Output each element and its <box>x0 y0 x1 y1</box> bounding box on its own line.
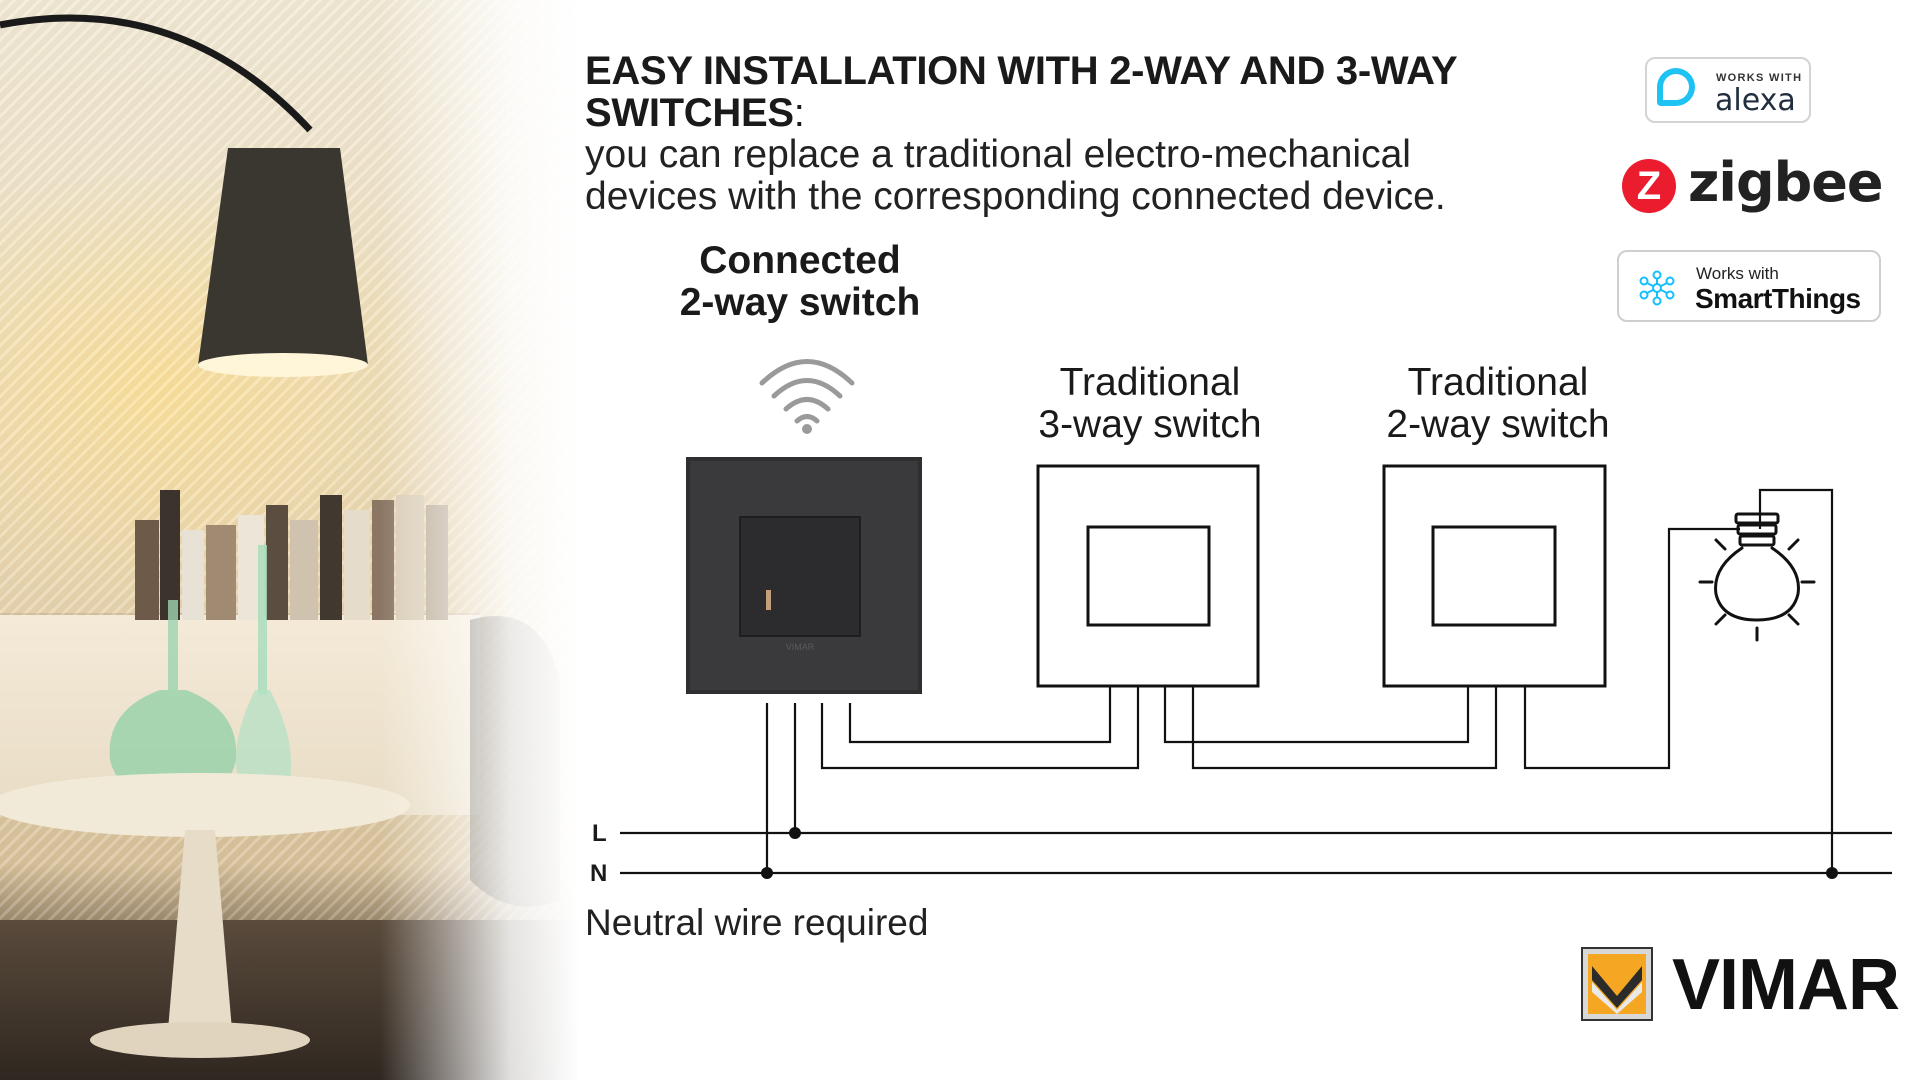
heading-colon: : <box>793 91 805 135</box>
page-subheading: you can replace a traditional electro-me… <box>585 134 1585 218</box>
wifi-icon <box>759 359 855 434</box>
alexa-icon <box>1657 68 1695 106</box>
side-table <box>0 773 410 1058</box>
connected-switch-label: Connected 2-way switch <box>660 240 940 324</box>
traditional-2way-label: Traditional 2-way switch <box>1358 362 1638 446</box>
alexa-name: alexa <box>1715 83 1796 118</box>
traditional-2way-label-line-1: Traditional <box>1407 361 1589 404</box>
device-brand-mark: VIMAR <box>786 642 815 652</box>
wire-junctions <box>761 827 1838 879</box>
traditional-3way-label-line-2: 3-way switch <box>1038 403 1262 446</box>
alexa-badge: WORKS WITH alexa <box>1645 57 1811 123</box>
vimar-logo-text: VIMAR <box>1672 945 1900 1025</box>
zigbee-badge: Z zigbee <box>1622 151 1883 225</box>
photo-fade <box>380 0 580 1080</box>
neutral-wire-label: N <box>590 860 608 887</box>
connected-switch-device: VIMAR <box>686 457 922 694</box>
vimar-logo: VIMAR <box>1580 945 1900 1026</box>
connected-switch-label-line-2: 2-way switch <box>679 281 921 324</box>
zigbee-icon: Z <box>1622 159 1676 213</box>
page-heading: EASY INSTALLATION WITH 2-WAY AND 3-WAY S… <box>585 50 1545 134</box>
heading-line-1: EASY INSTALLATION WITH 2-WAY AND 3-WAY <box>585 49 1458 93</box>
zigbee-name: zigbee <box>1688 151 1883 214</box>
subheading-line-2: devices with the corresponding connected… <box>585 175 1446 218</box>
vimar-logo-icon <box>1581 947 1653 1021</box>
smartthings-badge: Works with SmartThings <box>1617 250 1881 322</box>
heading-line-2: SWITCHES: <box>585 92 1545 134</box>
smartthings-icon <box>1639 270 1675 306</box>
heading-line-2-text: SWITCHES <box>585 91 794 135</box>
glass-vases <box>109 545 292 800</box>
interior-photo <box>0 0 580 1080</box>
connected-switch-label-line-1: Connected <box>699 239 901 282</box>
smartthings-works-with: Works with <box>1696 264 1779 283</box>
traditional-3way-switch <box>1036 464 1260 688</box>
lamp-glow <box>198 353 368 377</box>
traditional-2way-label-line-2: 2-way switch <box>1386 403 1610 446</box>
traditional-2way-switch <box>1382 464 1607 688</box>
traditional-3way-label: Traditional 3-way switch <box>1010 362 1290 446</box>
wires <box>620 488 1892 875</box>
neutral-wire-note: Neutral wire required <box>585 902 929 943</box>
subheading-line-1: you can replace a traditional electro-me… <box>585 133 1411 176</box>
line-wire-label: L <box>592 820 607 847</box>
lamp-shade <box>198 148 368 365</box>
light-bulb-icon <box>1698 512 1816 642</box>
smartthings-name: SmartThings <box>1695 283 1861 314</box>
lamp-arc <box>0 14 313 133</box>
traditional-3way-label-line-1: Traditional <box>1059 361 1241 404</box>
alexa-works-with: WORKS WITH <box>1716 72 1803 84</box>
status-led <box>766 590 771 610</box>
